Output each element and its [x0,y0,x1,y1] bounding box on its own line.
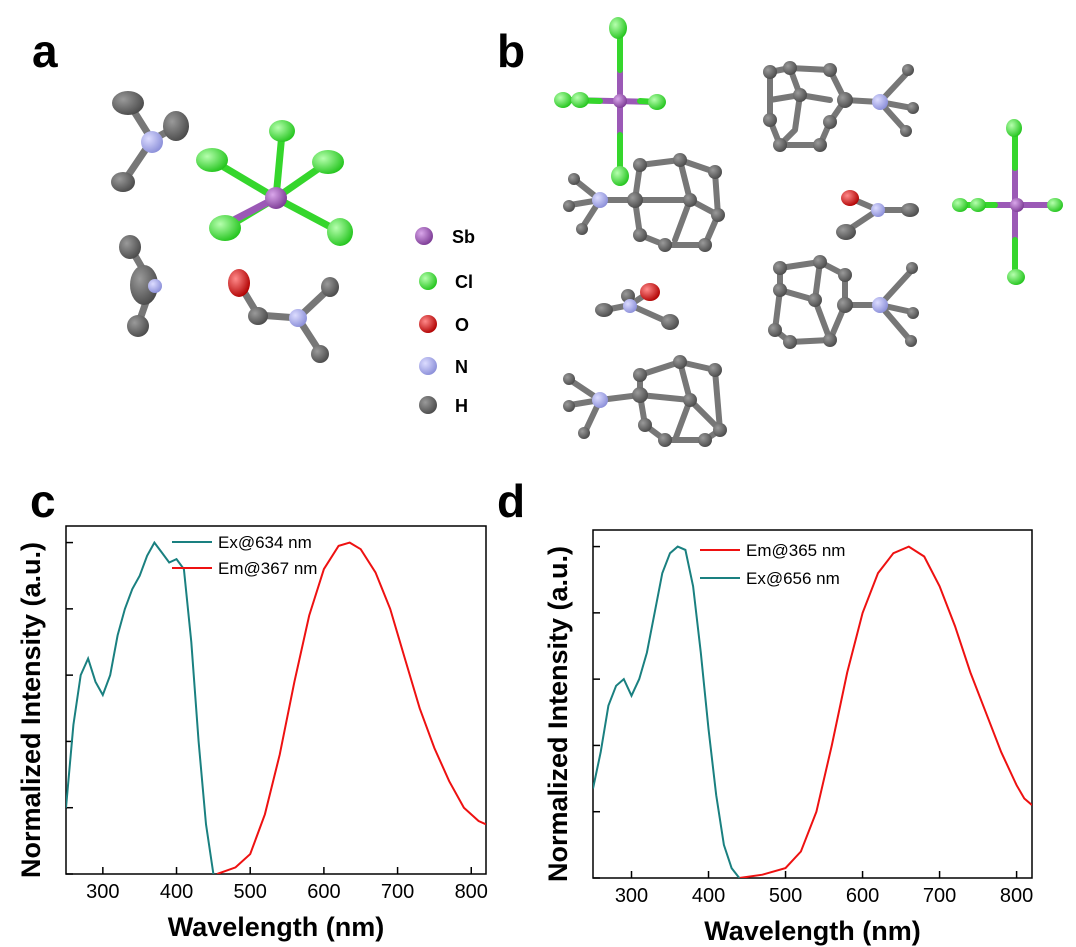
atom-legend: Sb Cl O N H [415,227,475,416]
chart-c-xtick-label: 400 [160,881,193,903]
crystal-structures: Sb Cl O N H [111,17,1063,447]
legend-label-o: O [455,315,469,335]
chart-c-legend-label-0: Ex@634 nm [218,533,312,552]
chart-d-xtick-label: 500 [769,885,802,907]
chart-c-xlabel: Wavelength (nm) [168,912,385,942]
chart-c-xtick-label: 500 [234,881,267,903]
legend-item-n: N [419,357,468,377]
panel-label-c: c [30,475,56,527]
legend-item-cl: Cl [419,272,473,292]
panel-label-b: b [497,25,526,77]
chart-d-xtick-label: 600 [846,885,879,907]
chart-d-series-line-1 [593,545,741,878]
legend-label-cl: Cl [455,272,473,292]
legend-label-sb: Sb [452,227,475,247]
chart-c-xtick-label: 600 [307,881,340,903]
chart-d-ylabel: Normalized Intensity (a.u.) [543,546,573,882]
chart-c-ylabel: Normalized Intensity (a.u.) [16,542,46,878]
legend-item-sb: Sb [415,227,475,247]
chart-d-legend-label-1: Ex@656 nm [746,569,840,588]
structure-b [554,17,1063,447]
structure-a [111,91,353,363]
legend-swatch-n [419,357,437,375]
legend-label-h: H [455,396,468,416]
legend-swatch-sb [415,227,433,245]
panel-label-a: a [32,25,58,77]
panel-label-d: d [497,475,526,527]
chart-d-xtick-label: 700 [923,885,956,907]
chart-d-series-line-0 [739,545,1032,878]
chart-d-legend-label-0: Em@365 nm [746,541,845,560]
chart-c-series-line-1 [216,541,486,874]
chart-c-plot-frame [65,525,487,875]
chart-c-xtick-label: 700 [381,881,414,903]
chart-c-xtick-label: 300 [86,881,119,903]
legend-label-n: N [455,357,468,377]
legend-swatch-h [419,396,437,414]
legend-swatch-cl [419,272,437,290]
chart-c-legend-label-1: Em@367 nm [218,559,317,578]
legend-item-o: O [419,315,469,335]
chart-d-xtick-label: 400 [692,885,725,907]
chart-c-series-line-0 [66,540,215,874]
chart-d-plot-frame [592,529,1033,879]
chart-d-xlabel: Wavelength (nm) [704,916,921,946]
chart-d-xtick-label: 800 [1000,885,1033,907]
chart-d-xtick-label: 300 [615,885,648,907]
legend-swatch-o [419,315,437,333]
chart-c-xtick-label: 800 [455,881,488,903]
legend-item-h: H [419,396,468,416]
